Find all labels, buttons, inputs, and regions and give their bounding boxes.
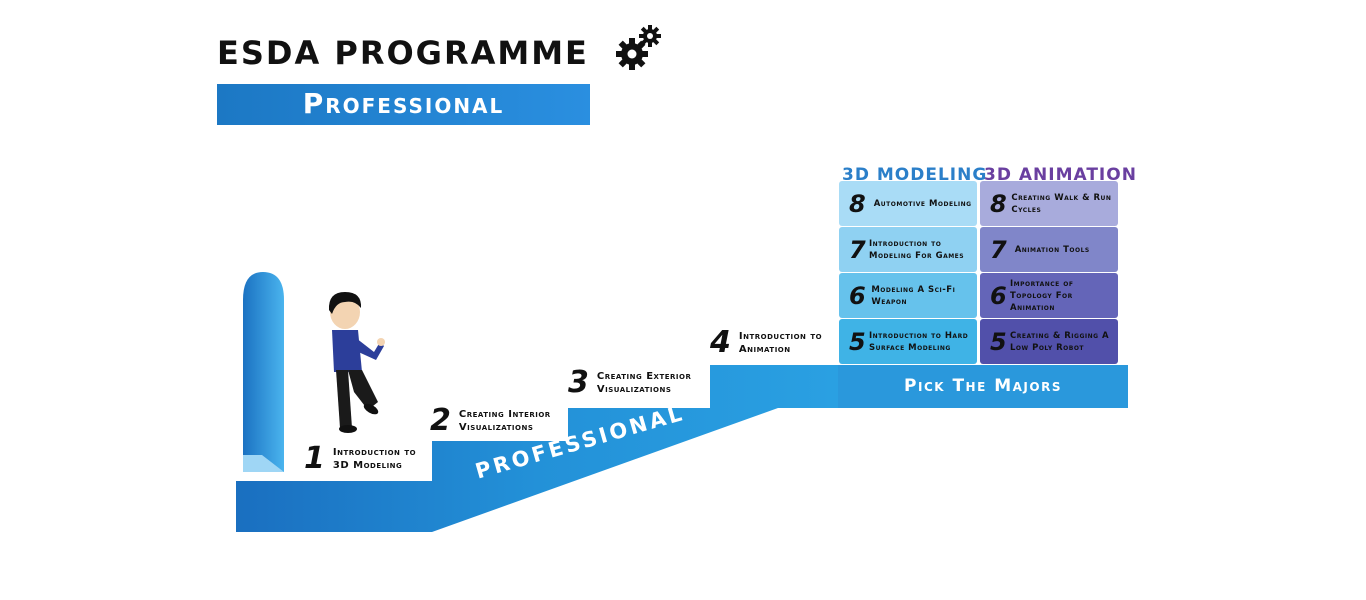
animation-card-8: 8 Creating Walk & Run Cycles [980,181,1118,226]
step-text-line: Visualizations [596,384,672,395]
step-text-line: Animation [738,344,791,355]
card-text: Creating & Rigging A Low Poly Robot [1010,330,1110,353]
step-number: 2 [430,403,451,438]
modeling-heading: 3D MODELING [842,165,988,185]
card-text: Introduction to Hard Surface Modeling [869,330,969,353]
card-text: Importance of Topology For Animation [1010,278,1074,313]
subtitle-banner: Professional [217,84,590,125]
card-number: 5 [849,327,866,356]
step-4: 4 Introduction to Animation [710,328,822,358]
card-number: 6 [990,281,1007,310]
step-text-line: Introduction to [738,331,823,342]
modeling-card-6: 6 Modeling A Sci-Fi Weapon [839,273,977,318]
step-1: 1 Introduction to 3D Modeling [304,444,416,474]
step-number: 4 [710,325,731,360]
modeling-card-8: 8 Automotive Modeling [839,181,977,226]
pick-majors-bar: Pick The Majors [838,365,1128,408]
step-text-line: Creating Exterior [596,371,692,382]
animation-card-5: 5 Creating & Rigging A Low Poly Robot [980,319,1118,364]
step-text-line: 3D Modeling [332,460,403,471]
animation-card-7: 7 Animation Tools [980,227,1118,272]
step-text-line: Visualizations [458,422,534,433]
card-text: Creating Walk & Run Cycles [1011,192,1112,215]
step-number: 3 [568,365,589,400]
card-number: 7 [849,235,866,264]
card-text: Animation Tools [1014,244,1090,255]
animation-heading: 3D ANIMATION [984,165,1137,185]
gear-icon [616,25,661,70]
card-number: 6 [849,281,866,310]
card-number: 8 [849,189,866,218]
card-text: Automotive Modeling [873,198,972,209]
card-number: 7 [990,235,1007,264]
modeling-card-5: 5 Introduction to Hard Surface Modeling [839,319,977,364]
card-text: Modeling A Sci-Fi Weapon [871,284,956,307]
step-3: 3 Creating Exterior Visualizations [568,368,691,398]
step-number: 1 [304,441,325,476]
step-2: 2 Creating Interior Visualizations [430,406,551,436]
animation-card-6: 6 Importance of Topology For Animation [980,273,1118,318]
card-number: 8 [990,189,1007,218]
door-shape [243,272,284,472]
modeling-card-7: 7 Introduction to Modeling For Games [839,227,977,272]
person-figure [328,292,385,433]
card-text: Introduction to Modeling For Games [869,238,965,261]
card-number: 5 [990,327,1007,356]
stair-body [236,365,838,532]
page-title: ESDA PROGRAMME [217,34,589,72]
step-text-line: Creating Interior [458,409,551,420]
step-text-line: Introduction to [332,447,417,458]
